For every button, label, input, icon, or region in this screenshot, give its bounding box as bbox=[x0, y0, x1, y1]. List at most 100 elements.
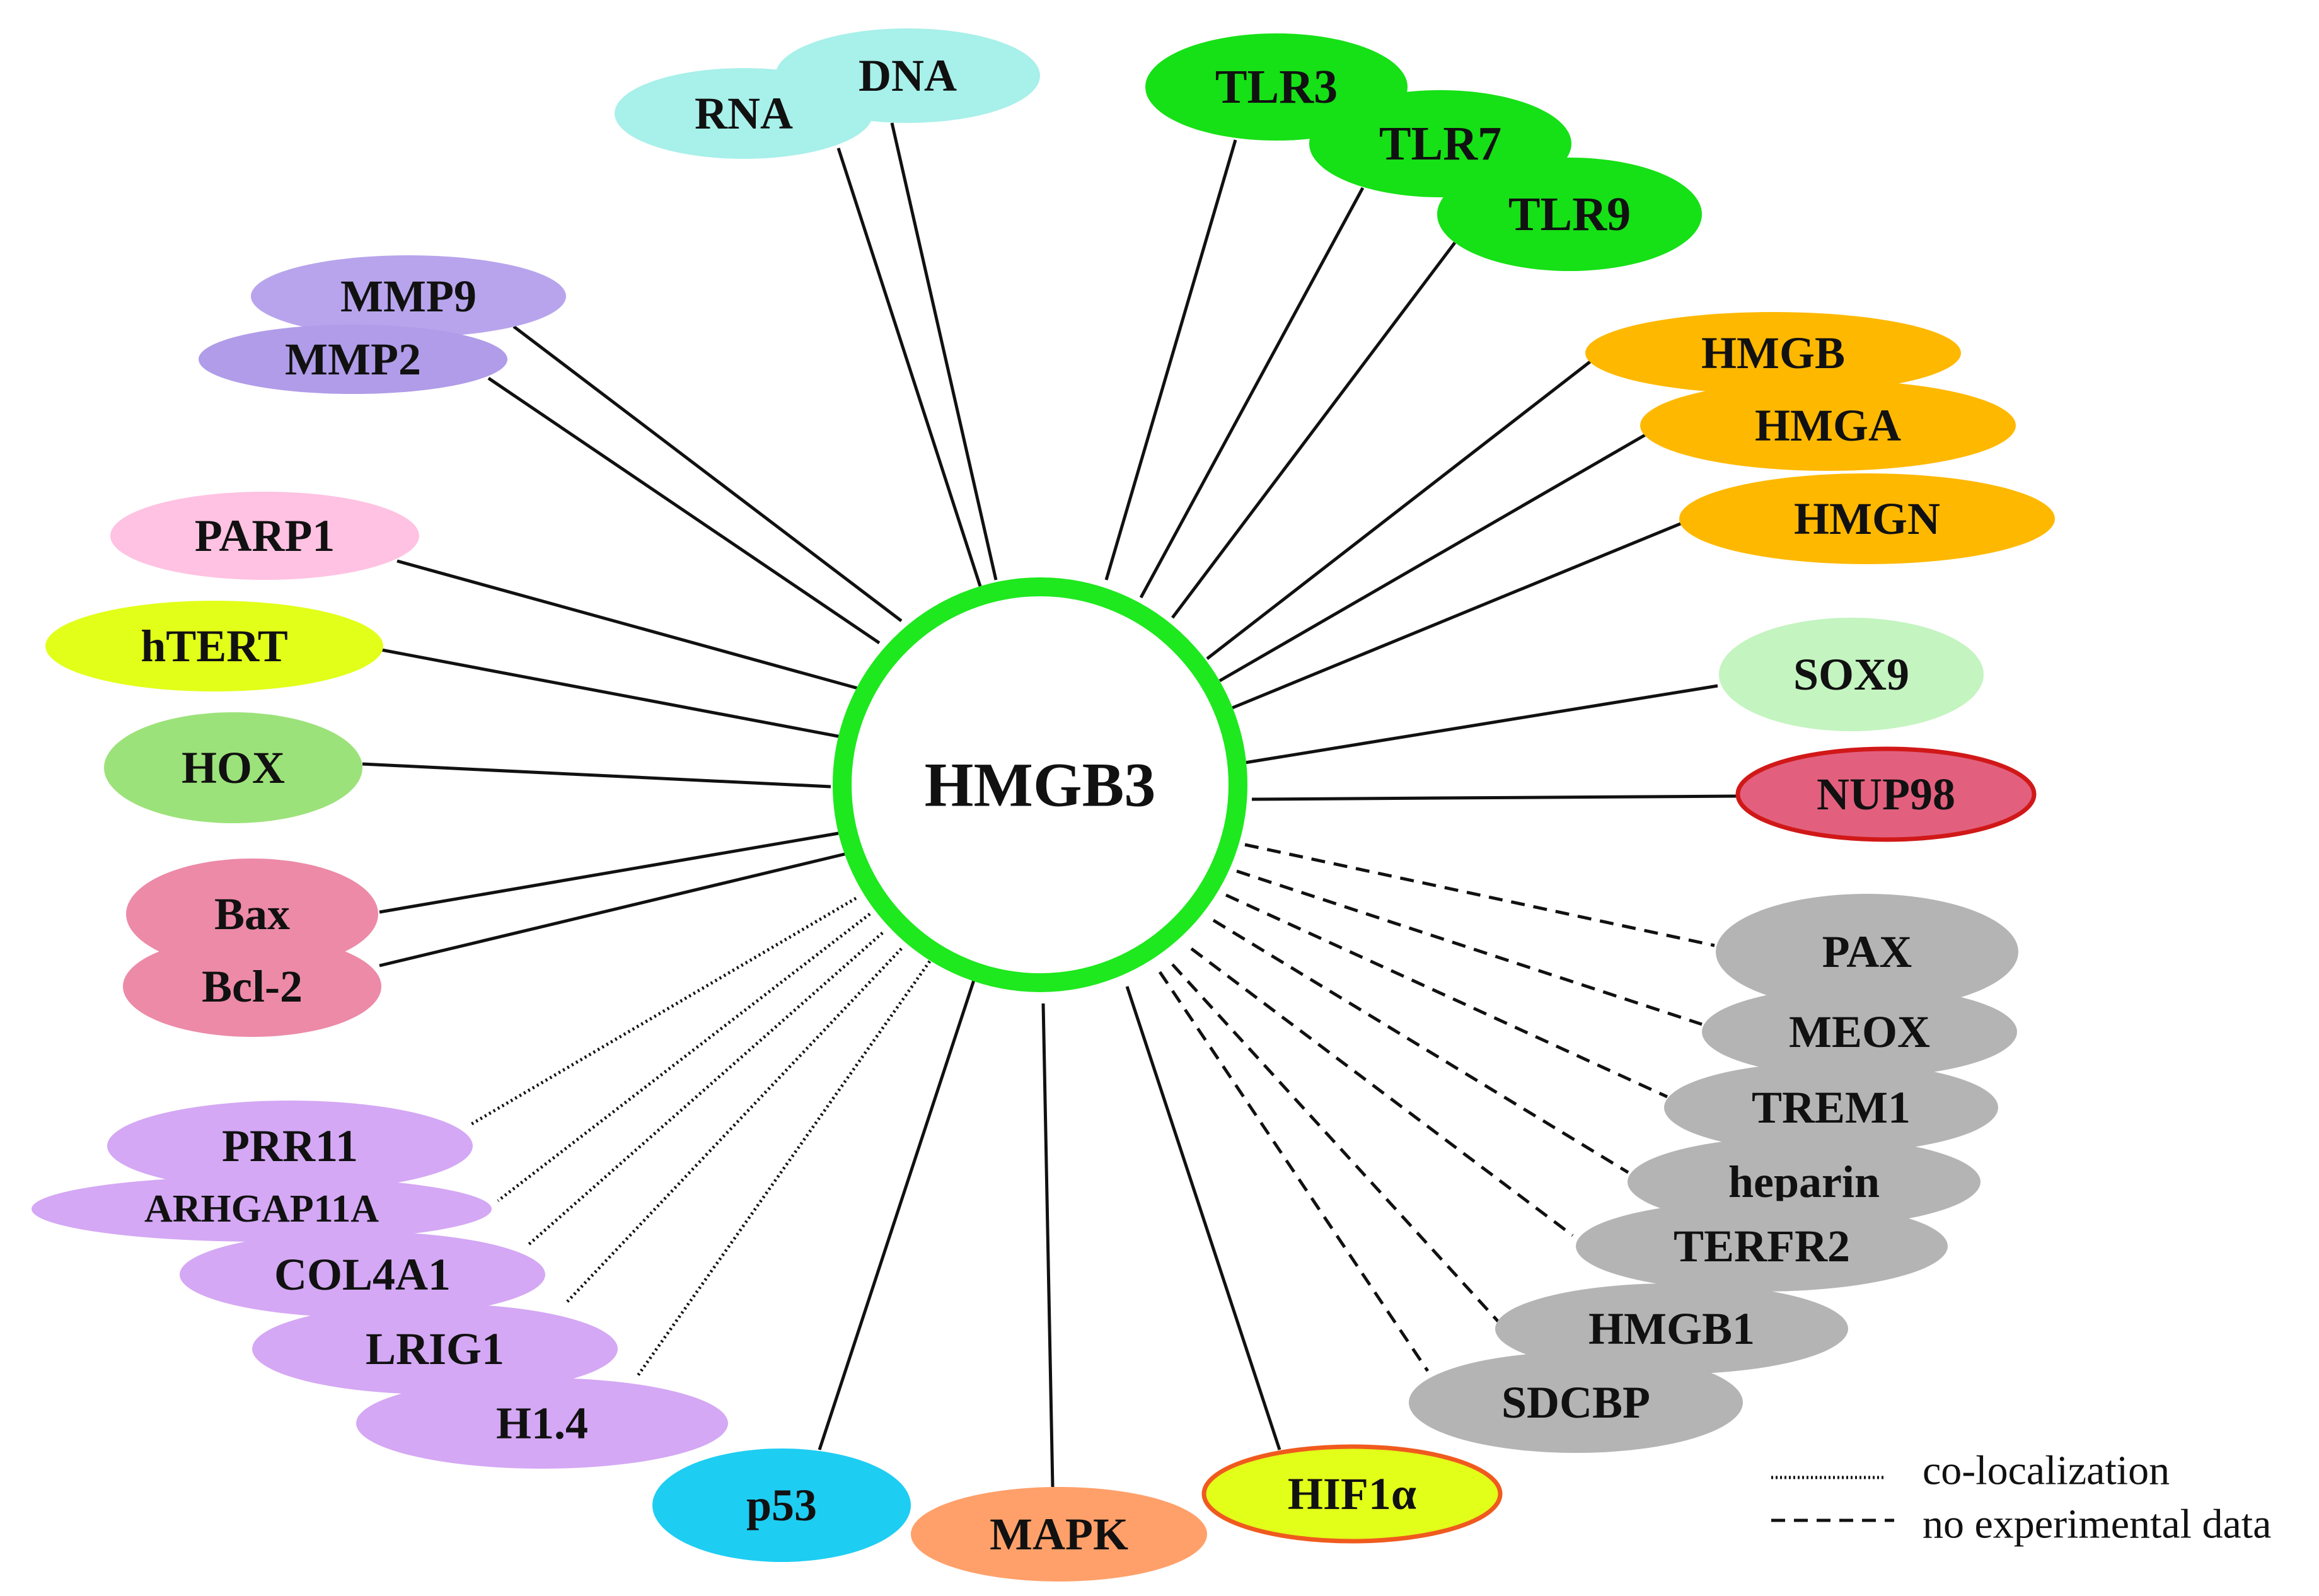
edge-col4a1 bbox=[527, 932, 884, 1246]
node-sdcbp-ellipse bbox=[1409, 1352, 1743, 1453]
node-heparin-label: heparin bbox=[1728, 1157, 1880, 1207]
node-parp1-ellipse bbox=[110, 492, 419, 580]
node-prr11-ellipse bbox=[107, 1101, 473, 1191]
legend: co-localization no experimental data bbox=[1771, 1448, 2271, 1547]
node-hmga: HMGA bbox=[1640, 380, 2016, 471]
edge-mmp2 bbox=[487, 376, 881, 645]
edge-arhgap11a bbox=[497, 913, 871, 1202]
node-col4a1-label: COL4A1 bbox=[274, 1249, 451, 1300]
node-hmgb1: HMGB1 bbox=[1495, 1283, 1848, 1374]
edge-tlr9 bbox=[1171, 241, 1456, 619]
edge-hox bbox=[362, 762, 831, 789]
node-hmgn: HMGN bbox=[1679, 473, 2055, 564]
node-pax-ellipse bbox=[1716, 894, 2018, 1010]
edge-trem1 bbox=[1225, 893, 1668, 1099]
node-mmp2-label: MMP2 bbox=[285, 334, 421, 385]
node-pax: PAX bbox=[1716, 894, 2018, 1010]
node-sdcbp-label: SDCBP bbox=[1501, 1377, 1650, 1428]
node-h14-ellipse bbox=[356, 1378, 728, 1469]
edge-bax bbox=[379, 831, 839, 914]
edge-tlr7 bbox=[1139, 187, 1365, 599]
edge-meox bbox=[1236, 869, 1703, 1026]
edge-mmp9 bbox=[512, 325, 903, 622]
node-sox9-label: SOX9 bbox=[1793, 649, 1909, 700]
node-arhgap11a: ARHGAP11A bbox=[32, 1176, 492, 1242]
node-lrig1-label: LRIG1 bbox=[366, 1324, 504, 1374]
edge-sox9 bbox=[1244, 684, 1718, 765]
node-tlr9-ellipse bbox=[1437, 158, 1702, 271]
node-pax-label: PAX bbox=[1822, 927, 1912, 977]
edge-bcl2 bbox=[379, 852, 845, 968]
edge-lrig1 bbox=[566, 947, 903, 1303]
node-trem1: TREM1 bbox=[1664, 1062, 1998, 1153]
node-nup98-label: NUP98 bbox=[1817, 769, 1955, 819]
node-sox9: SOX9 bbox=[1719, 618, 1984, 731]
node-htert-ellipse bbox=[45, 601, 383, 691]
edge-hmga bbox=[1218, 433, 1646, 683]
node-hmgb-label: HMGB bbox=[1701, 328, 1845, 378]
node-hmga-ellipse bbox=[1640, 380, 2016, 471]
legend-dashed-label: no experimental data bbox=[1923, 1501, 2271, 1547]
node-lrig1-ellipse bbox=[252, 1304, 618, 1394]
edge-pax bbox=[1244, 843, 1715, 947]
node-h14-label: H1.4 bbox=[496, 1398, 588, 1449]
node-parp1: PARP1 bbox=[110, 492, 419, 580]
node-nup98-ellipse bbox=[1735, 746, 2037, 842]
node-parp1-label: PARP1 bbox=[195, 511, 335, 561]
node-col4a1: COL4A1 bbox=[180, 1232, 545, 1317]
node-hox-label: HOX bbox=[182, 743, 285, 793]
node-bax: Bax bbox=[126, 859, 378, 969]
center-ring bbox=[833, 577, 1247, 992]
node-hmgb-ellipse bbox=[1585, 312, 1961, 394]
node-nup98: NUP98 bbox=[1735, 746, 2037, 842]
node-terfr2-ellipse bbox=[1576, 1201, 1948, 1292]
node-terfr2-label: TERFR2 bbox=[1674, 1221, 1850, 1271]
node-terfr2: TERFR2 bbox=[1576, 1201, 1948, 1292]
node-tlr7-label: TLR7 bbox=[1379, 117, 1501, 170]
edge-prr11 bbox=[468, 896, 857, 1127]
node-hmgb1-ellipse bbox=[1495, 1283, 1848, 1374]
node-mapk: MAPK bbox=[911, 1487, 1207, 1582]
edge-dna bbox=[890, 122, 998, 581]
node-mmp9-ellipse bbox=[251, 255, 566, 337]
node-dna: DNA bbox=[775, 28, 1040, 123]
edge-tlr3 bbox=[1104, 139, 1237, 581]
node-tlr9: TLR9 bbox=[1437, 158, 1702, 271]
node-prr11: PRR11 bbox=[107, 1101, 473, 1191]
node-mapk-ellipse bbox=[911, 1487, 1207, 1582]
node-hox: HOX bbox=[104, 712, 362, 823]
edge-htert bbox=[378, 647, 845, 739]
node-hif1a-ellipse bbox=[1201, 1444, 1503, 1544]
node-hmgn-ellipse bbox=[1679, 473, 2055, 564]
node-hmgn-label: HMGN bbox=[1794, 494, 1940, 544]
node-prr11-label: PRR11 bbox=[222, 1121, 358, 1171]
edge-hif1a bbox=[1125, 986, 1281, 1450]
node-arhgap11a-label: ARHGAP11A bbox=[144, 1188, 379, 1230]
node-meox-ellipse bbox=[1702, 986, 2017, 1077]
node-bax-ellipse bbox=[126, 859, 378, 969]
edge-h14 bbox=[635, 960, 932, 1379]
node-p53-ellipse bbox=[652, 1449, 911, 1562]
node-mmp9: MMP9 bbox=[251, 255, 566, 337]
node-mmp2-ellipse bbox=[199, 325, 507, 394]
node-h14: H1.4 bbox=[356, 1378, 728, 1469]
node-hif1a: HIF1α bbox=[1201, 1444, 1503, 1544]
node-hmgb: HMGB bbox=[1585, 312, 1961, 394]
node-tlr9-label: TLR9 bbox=[1508, 188, 1631, 241]
node-p53: p53 bbox=[652, 1449, 911, 1562]
node-bcl2-label: Bcl-2 bbox=[202, 961, 303, 1012]
edge-heparin bbox=[1212, 918, 1629, 1174]
node-htert: hTERT bbox=[45, 601, 383, 691]
edges-layer bbox=[362, 122, 1738, 1488]
node-mmp9-label: MMP9 bbox=[340, 271, 477, 321]
center-label: HMGB3 bbox=[925, 750, 1156, 820]
edge-p53 bbox=[818, 980, 976, 1450]
edge-hmgb bbox=[1206, 359, 1593, 660]
node-tlr3-label: TLR3 bbox=[1215, 61, 1338, 113]
edge-sdcbp bbox=[1158, 971, 1430, 1372]
center-node: HMGB3 bbox=[833, 577, 1247, 992]
edge-hmgn bbox=[1229, 521, 1682, 711]
node-bcl2: Bcl-2 bbox=[123, 936, 381, 1037]
legend-dotted-label: co-localization bbox=[1923, 1448, 2170, 1494]
